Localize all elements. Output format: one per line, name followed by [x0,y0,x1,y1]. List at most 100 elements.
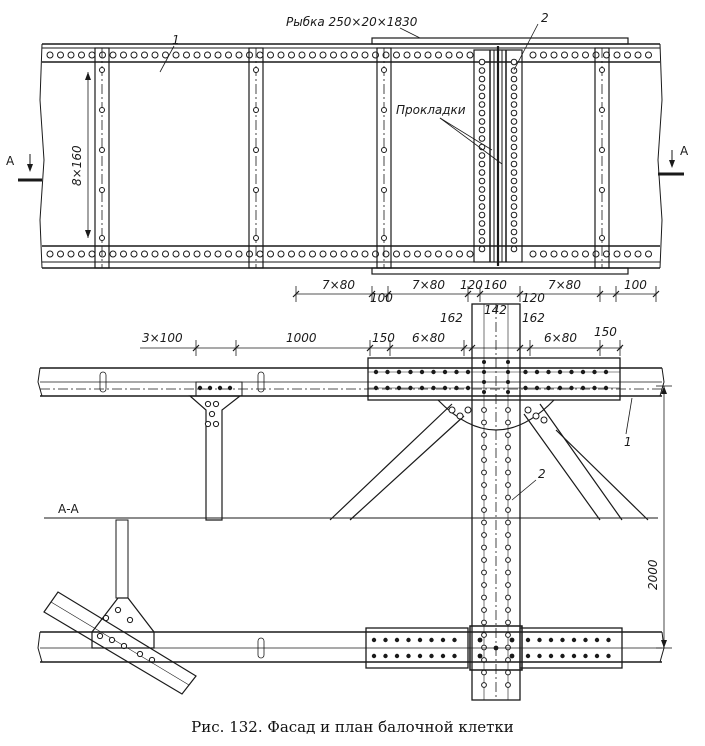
dim-slash [384,290,392,298]
bolt-hole [510,245,518,253]
dim-slash [596,344,604,352]
bolt-hole [456,51,463,59]
dim-facade-5: 160 [484,278,507,292]
bolt [548,653,554,659]
bolt [454,369,459,375]
dim-plan-2: 1000 [286,331,317,345]
bolt-hole [120,250,127,258]
bolt-hole [225,250,232,258]
bolt-hole [529,250,537,258]
dim-slash [516,344,524,352]
bolt-hole [481,594,487,601]
bolt-hole [478,194,486,202]
bolt-hole [46,51,54,59]
bolt-hole [403,250,411,258]
bolt [594,637,600,643]
bolt [417,653,423,659]
bolt [227,385,233,391]
bolt-hole [510,237,518,244]
bolt-hole [505,607,511,613]
bolt [373,385,379,391]
bolt [603,385,609,391]
bolt-hole [481,632,487,638]
bolt-hole [645,250,652,258]
bolt-hole [505,507,511,513]
bolt-hole [532,412,540,420]
bolt-hole [582,250,589,258]
bolt [452,637,457,643]
beam-number-2: 2 [541,11,549,25]
bolt-hole [478,101,486,108]
bolt-hole [481,457,487,463]
bolt-hole [505,494,511,501]
bolt-hole [57,250,64,258]
bolt [440,637,446,643]
bolt-hole [464,406,472,414]
top-plate-holes [373,369,609,391]
bolt-hole [505,469,511,476]
bolt [493,645,499,651]
beam-number-1: 1 [172,33,180,47]
bolt-hole [88,51,96,59]
bolt [482,380,486,384]
bolt-hole [481,532,487,538]
bolt-hole [510,194,518,202]
bolt-hole [108,636,116,644]
bolt-hole [505,557,511,563]
bolt-hole [599,147,605,153]
dim-slash [386,344,394,352]
bolt-hole [478,186,486,193]
bolt-hole [478,118,486,125]
flange-holes-bottom [46,250,652,258]
bolt-hole [505,669,511,676]
bolt-hole [99,107,105,113]
bolt [603,369,609,375]
bolt-hole [208,410,216,418]
bolt-hole [510,177,518,185]
bolt-hole [193,51,201,59]
bolt-hole [624,51,631,59]
bolt-hole [424,250,432,258]
bolt-hole [481,619,487,626]
bolt-hole [634,250,642,258]
facade-dimension-ticks [292,286,660,302]
plan-number-1: 1 [624,435,632,449]
figure-caption: Рис. 132. Фасад и план балочной клетки [191,718,514,736]
bolt [583,637,588,643]
ribs-spacing-label: 8×160 [70,145,84,186]
bolt-hole [510,152,518,159]
bolt-hole [372,250,379,258]
bolt [606,653,611,659]
bolt [217,385,223,391]
bolt-hole [381,187,387,193]
bolt [406,653,411,659]
bolt-hole [403,51,411,59]
bolt-hole [510,67,518,74]
bolt-hole [67,51,75,59]
bolt-hole [57,51,64,59]
bolt-hole [214,250,222,258]
dim-plan-6: 142 [484,303,507,317]
flange-holes-top [46,51,652,59]
bolt-hole [151,250,159,258]
bolt-hole [393,51,400,59]
bolt-hole [445,51,453,59]
bolt-hole [46,250,54,258]
bolt-hole [319,51,327,59]
bolt-hole [99,187,105,193]
bolt-hole [505,594,511,601]
bolt [371,637,377,643]
bolt-hole [456,250,463,258]
bolt [419,369,425,375]
bolt-hole [340,250,348,258]
bolt-hole [372,51,379,59]
bolt-hole [381,235,387,241]
bolt [560,653,565,659]
dim-plan-9: 150 [594,325,617,339]
bolt-hole [130,250,138,258]
bolt-hole [505,519,511,526]
dim-facade-4: 120 [460,278,483,292]
dim-slash [612,290,620,298]
dim-facade-3: 7×80 [412,278,445,292]
plan-number-2: 2 [538,467,546,481]
